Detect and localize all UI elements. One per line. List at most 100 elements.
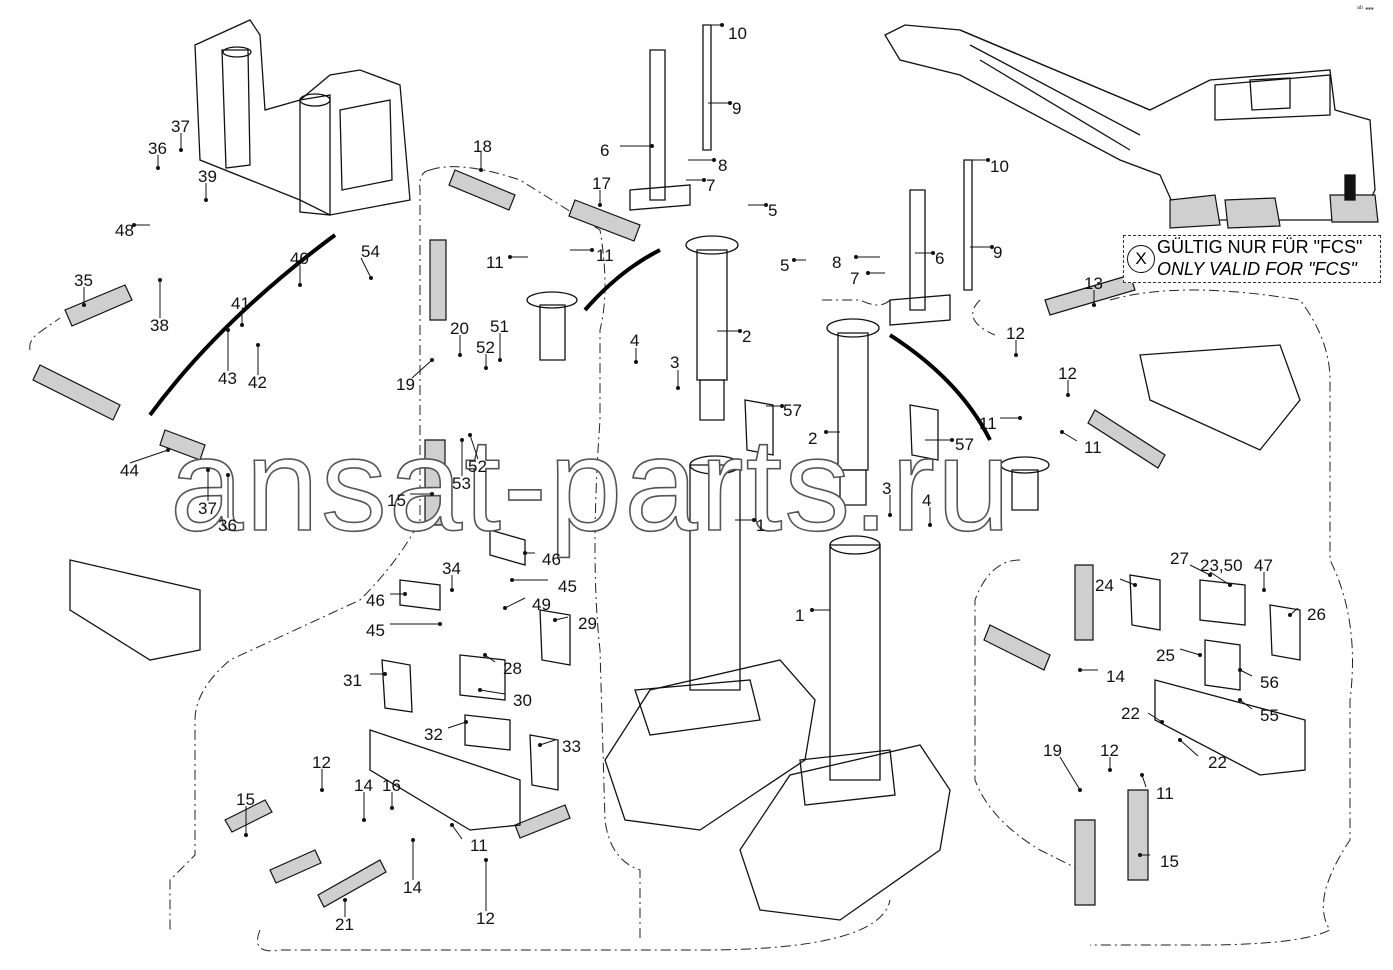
callout-dot	[1238, 698, 1242, 702]
callout-label: 11	[596, 246, 614, 265]
callout-label: 15	[387, 491, 406, 510]
callout-label: 47	[1254, 556, 1273, 575]
page-mark: ᵃᵇ ▪▪▪	[1357, 4, 1374, 13]
callout-dot	[464, 720, 468, 724]
callout-label: 34	[442, 559, 461, 578]
callout-dot	[792, 258, 796, 262]
callout-dot	[538, 743, 542, 747]
callout-dot	[553, 618, 557, 622]
watermark-text: ansat-parts.ru	[170, 411, 1012, 558]
callout-label: 16	[382, 776, 401, 795]
callout-label: 22	[1208, 753, 1227, 772]
callout-dot	[1198, 653, 1202, 657]
callout-dot	[888, 513, 892, 517]
callout-dot	[712, 158, 716, 162]
callout-leader	[1239, 699, 1253, 710]
callout-dot	[411, 838, 415, 842]
callout-label: 45	[366, 621, 385, 640]
callout-dot	[479, 168, 483, 172]
callout-dot	[866, 271, 870, 275]
callout-dot	[468, 433, 472, 437]
callout-dot	[132, 223, 136, 227]
callout-dot	[780, 404, 784, 408]
callout-dot	[458, 353, 462, 357]
callout-label: 25	[1156, 646, 1175, 665]
callout-label: 46	[366, 591, 385, 610]
callout-label: 40	[290, 249, 309, 268]
callout-dot	[598, 203, 602, 207]
callout-dot	[634, 360, 638, 364]
callout-dot	[1014, 353, 1018, 357]
columns-and-tracks	[526, 24, 1050, 921]
callout-dot	[206, 468, 210, 472]
callout-label: 17	[592, 174, 611, 193]
frame-section	[194, 19, 411, 216]
callout-dot	[484, 366, 488, 370]
callout-dot	[156, 166, 160, 170]
callout-dot	[650, 144, 654, 148]
callout-label: 46	[542, 550, 561, 569]
callout-label: 51	[490, 317, 509, 336]
callout-leader	[411, 359, 433, 379]
callout-label: 13	[1084, 274, 1103, 293]
callout-label: 11	[470, 836, 488, 855]
callout-dot	[158, 278, 162, 282]
callout-label: 30	[513, 691, 532, 710]
callout-dot	[383, 672, 387, 676]
callout-label: 12	[1006, 324, 1025, 343]
callout-dot	[810, 608, 814, 612]
callout-label: 23,50	[1200, 556, 1243, 575]
callout-dot	[503, 606, 507, 610]
callout-dot	[450, 823, 454, 827]
callout-label: 8	[832, 253, 841, 272]
decal-pictograms	[381, 399, 1301, 791]
callout-dot	[990, 245, 994, 249]
callout-dot	[523, 551, 527, 555]
callout-leader	[1061, 431, 1078, 442]
callout-label: 11	[979, 414, 997, 433]
callout-label: 1	[795, 606, 804, 625]
callout-label: 37	[198, 499, 217, 518]
callout-label: 41	[231, 294, 250, 313]
callout-label: 15	[1160, 852, 1179, 871]
callout-label: 11	[1156, 784, 1174, 803]
callout-dot	[403, 592, 407, 596]
callout-label: 48	[115, 221, 134, 240]
callout-dot	[1078, 668, 1082, 672]
callout-dot	[702, 178, 706, 182]
callout-leader	[129, 449, 169, 464]
callout-label: 56	[1260, 673, 1279, 692]
callout-label: 20	[450, 319, 469, 338]
callout-label: 4	[922, 491, 931, 510]
callout-dot	[1060, 430, 1064, 434]
callout-dot	[484, 858, 488, 862]
callout-dot	[483, 653, 487, 657]
callout-label: 55	[1260, 706, 1279, 725]
callout-dot	[1133, 583, 1137, 587]
callout-dot	[438, 622, 442, 626]
callout-dot	[430, 492, 434, 496]
callout-label: 4	[630, 331, 639, 350]
callout-label: 12	[312, 753, 331, 772]
callout-label: 52	[476, 338, 495, 357]
fcs-symbol: X	[1127, 245, 1155, 273]
callout-dot	[1018, 416, 1022, 420]
callout-dot	[1262, 588, 1266, 592]
callout-leader	[360, 257, 372, 279]
fcs-legend-english: ONLY VALID FOR "FCS"	[1157, 259, 1357, 279]
connection-curves	[148, 233, 992, 441]
callout-label: 31	[343, 671, 362, 690]
callout-dot	[343, 898, 347, 902]
callout-label: 12	[1100, 741, 1119, 760]
callout-dot	[320, 788, 324, 792]
callout-label: 35	[74, 271, 93, 290]
callout-label: 21	[335, 915, 354, 934]
callout-label: 53	[452, 474, 471, 493]
callout-leader	[479, 689, 506, 695]
callout-dot	[510, 578, 514, 582]
callout-dot	[676, 386, 680, 390]
callout-label: 7	[706, 176, 715, 195]
callout-label: 52	[468, 457, 487, 476]
callout-dot	[720, 23, 724, 27]
